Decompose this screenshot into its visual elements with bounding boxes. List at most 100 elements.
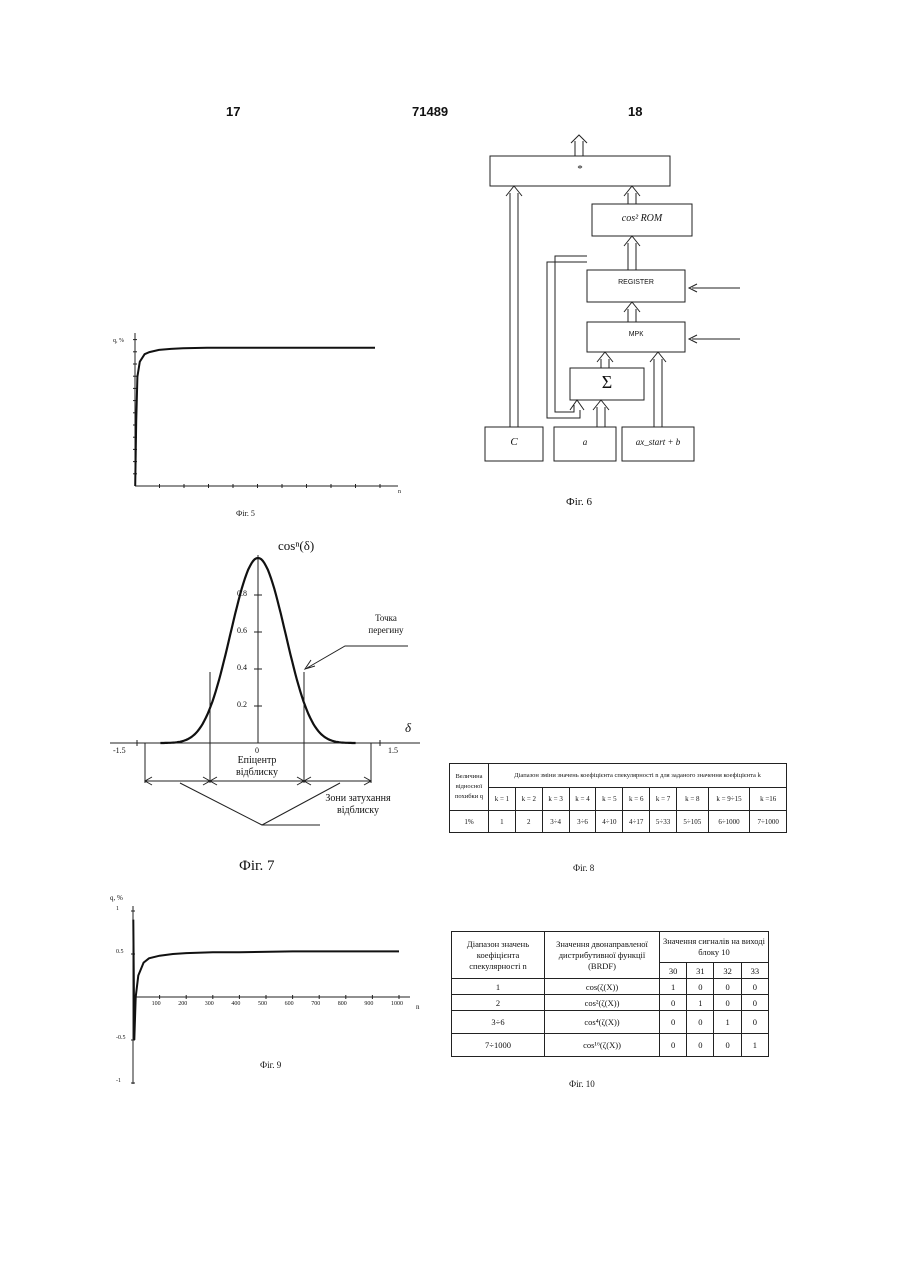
fig8-cell: 4÷10 (596, 811, 623, 833)
page-number-right: 18 (628, 104, 642, 119)
fig10-col-header: 30 (660, 963, 687, 979)
table-row: 2 cos²(ζ(X)) 0 1 0 0 (452, 995, 769, 1011)
fig7-xtick: 1.5 (388, 746, 398, 755)
fig10-brdf: cos⁴(ζ(X)) (545, 1011, 660, 1034)
fig10-brdf: cos¹⁶(ζ(X)) (545, 1034, 660, 1057)
fig9-y-tick-label: 0.5 (116, 949, 124, 955)
fig10-brdf: cos²(ζ(X)) (545, 995, 660, 1011)
fig9-x-tick-label: 400 (231, 1001, 240, 1007)
rom-label: cos² ROM (592, 213, 692, 224)
fig8-cell: 7÷1000 (750, 811, 787, 833)
fig5-y-label: q, % (113, 338, 124, 344)
fig9-x-tick-label: 800 (338, 1001, 347, 1007)
fig8-header-q: Величина відносної похибки q (450, 764, 489, 811)
input-c-label: C (485, 436, 543, 448)
fig10-header-brdf: Значення двонаправленої дистрибутивної ф… (545, 932, 660, 979)
zones-annotation: Зони затуханнявідблиску (318, 793, 398, 817)
register-block (587, 270, 685, 302)
fig7-ytick: 0.8 (237, 589, 247, 598)
fig6-caption: Фіг. 6 (566, 496, 592, 508)
fig10-table: Діапазон значень коефіцієнта спекулярнос… (451, 931, 769, 1057)
table-row: 7÷1000 cos¹⁶(ζ(X)) 0 0 0 1 (452, 1034, 769, 1057)
mpk-label: МРК (587, 331, 685, 338)
fig8-header-range: Діапазон зміни значень коефіцієнта спеку… (489, 764, 787, 788)
fig9-caption: Фіг. 9 (260, 1060, 281, 1070)
fig8-k-header: k = 5 (596, 787, 623, 811)
fig9-x-tick-label: 700 (311, 1001, 320, 1007)
fig10-range: 3÷6 (452, 1011, 545, 1034)
fig8-cell: 5÷33 (650, 811, 677, 833)
fig8-k-header: k =16 (750, 787, 787, 811)
fig7-title: cosⁿ(δ) (278, 538, 314, 554)
document-number: 71489 (412, 104, 448, 119)
fig10-col-header: 33 (741, 963, 768, 979)
fig8-k-header: k = 7 (650, 787, 677, 811)
table-row: 3÷6 cos⁴(ζ(X)) 0 0 1 0 (452, 1011, 769, 1034)
fig8-cell: 6÷1000 (708, 811, 750, 833)
fig8-cell: 3÷4 (542, 811, 569, 833)
fig10-bit: 1 (660, 979, 687, 995)
fig10-brdf: cos(ζ(X)) (545, 979, 660, 995)
fig10-header-signals: Значення сигналів на виході блоку 10 (660, 932, 769, 963)
fig10-bit: 0 (687, 1011, 714, 1034)
fig10-range: 7÷1000 (452, 1034, 545, 1057)
fig10-bit: 0 (741, 995, 768, 1011)
fig9-x-label: n (416, 1003, 420, 1011)
fig10-bit: 0 (660, 1034, 687, 1057)
fig7-ytick: 0.4 (237, 663, 247, 672)
fig8-k-header: k = 4 (569, 787, 596, 811)
table-row: 1 cos(ζ(X)) 1 0 0 0 (452, 979, 769, 995)
fig8-k-header: k = 9÷15 (708, 787, 750, 811)
fig10-bit: 0 (687, 979, 714, 995)
fig8-k-header: k = 3 (542, 787, 569, 811)
fig10-caption: Фіг. 10 (569, 1079, 595, 1089)
fig7-x-label: δ (405, 720, 411, 736)
fig8-cell: 5÷105 (677, 811, 709, 833)
fig10-col-header: 31 (687, 963, 714, 979)
fig8-table: Величина відносної похибки q Діапазон зм… (449, 763, 787, 833)
epicenter-annotation: Епіцентрвідблиску (212, 755, 302, 779)
fig8-q-value: 1% (450, 811, 489, 833)
fig8-k-header: k = 1 (489, 787, 516, 811)
fig10-range: 1 (452, 979, 545, 995)
fig7-ytick: 0.2 (237, 700, 247, 709)
fig10-bit: 0 (714, 1034, 741, 1057)
fig9-x-tick-label: 500 (258, 1001, 267, 1007)
fig10-bit: 0 (660, 995, 687, 1011)
fig10-range: 2 (452, 995, 545, 1011)
input-a-label: a (554, 437, 616, 447)
inflection-annotation: Точкаперегину (356, 612, 416, 636)
fig8-cell: 2 (515, 811, 542, 833)
fig10-bit: 0 (714, 995, 741, 1011)
fig5-series-line (135, 348, 375, 486)
fig9-x-tick-label: 100 (152, 1001, 161, 1007)
fig10-bit: 1 (714, 1011, 741, 1034)
fig8-cell: 4÷17 (623, 811, 650, 833)
fig7-ytick: 0.6 (237, 626, 247, 635)
fig8-caption: Фіг. 8 (573, 863, 594, 873)
fig9-x-tick-label: 600 (285, 1001, 294, 1007)
fig7-series-line (160, 558, 355, 743)
fig10-bit: 0 (741, 1011, 768, 1034)
fig5-caption: Фіг. 5 (236, 509, 255, 518)
fig10-bit: 0 (687, 1034, 714, 1057)
fig10-bit: 0 (714, 979, 741, 995)
fig10-header-range: Діапазон значень коефіцієнта спекулярнос… (452, 932, 545, 979)
fig7-caption: Фіг. 7 (239, 858, 274, 875)
fig10-col-header: 32 (714, 963, 741, 979)
fig10-bit: 1 (741, 1034, 768, 1057)
fig8-k-header: k = 6 (623, 787, 650, 811)
multiplier-label: * (490, 163, 670, 175)
fig10-bit: 0 (741, 979, 768, 995)
fig8-k-header: k = 2 (515, 787, 542, 811)
fig5-x-label: n (398, 489, 401, 495)
fig9-x-tick-label: 900 (364, 1001, 373, 1007)
fig8-cell: 1 (489, 811, 516, 833)
input-b-label: ax_start + b (622, 437, 694, 447)
sum-label: Σ (570, 372, 644, 393)
fig9-y-tick-label: -0.5 (116, 1035, 126, 1041)
